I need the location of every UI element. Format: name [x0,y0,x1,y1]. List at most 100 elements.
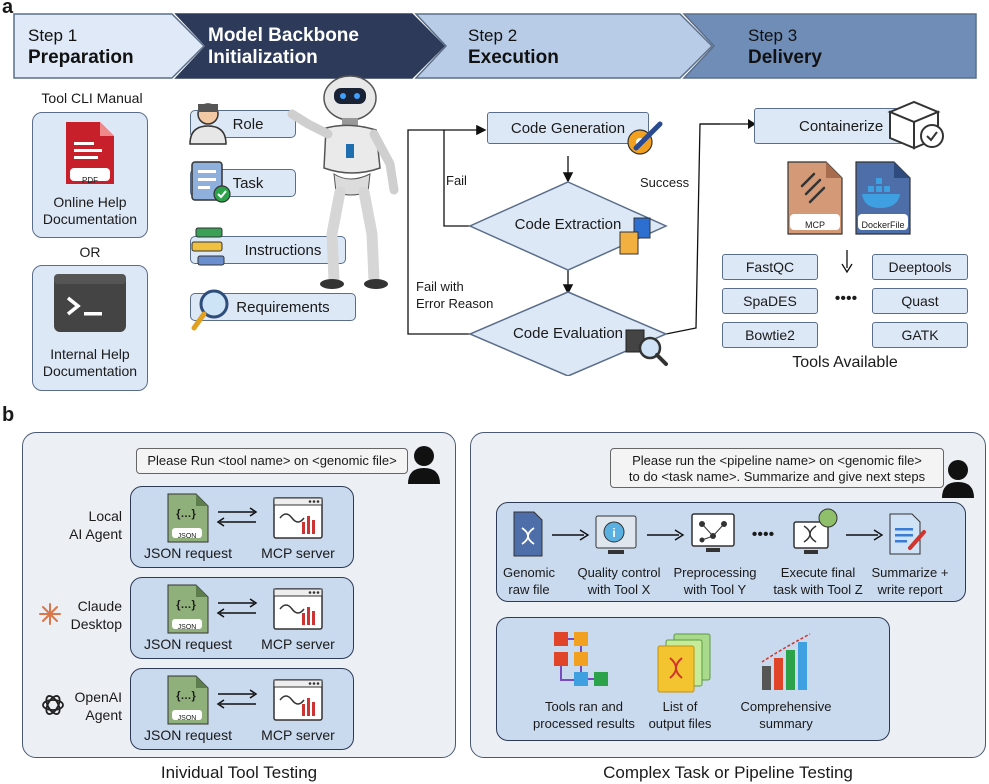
dockerfile-tag: DockerFile [861,220,905,230]
tool-gatk: GATK [872,322,968,348]
exchange-arrows [216,598,258,618]
tools-ellipsis: •••• [834,290,858,307]
down-arrow [841,250,853,274]
pipeline-arrow [552,529,590,541]
success-label: Success [640,175,690,190]
fail-label: Fail [446,173,467,188]
json-file-icon [167,675,209,725]
json-tag: JSON [177,715,197,722]
chevron-step3 [682,13,977,79]
user-icon [408,446,440,484]
dockerfile-icon [855,161,911,235]
json-tag: JSON [177,624,197,631]
magnifier-icon [191,289,229,331]
json-request-label: JSON request [144,545,232,561]
step-chevrons [13,13,977,79]
preprocessing-network-icon [691,513,735,552]
documents-icon [619,217,651,255]
tool-spades: SpaDES [722,288,818,314]
json-glyph: {…} [176,690,196,702]
gear-pencil-icon [627,121,663,155]
claude-burst-icon [39,603,61,625]
code-evaluation-label: Code Evaluation [512,325,624,342]
tool-cli-manual-title: Tool CLI Manual [41,90,143,106]
genomic-file-icon [513,511,543,557]
code-extraction-label: Code Extraction [514,216,622,233]
exchange-arrows [216,507,258,527]
checklist-icon [191,161,231,203]
tools-available-label: Tools Available [792,354,898,371]
mcp-tag: MCP [805,220,825,230]
report-icon [889,513,926,555]
pdf-document-icon [66,122,114,184]
processed-results-icon [554,632,608,686]
summary-chart-icon [761,633,811,690]
individual-prompt-bubble: Please Run <tool name> on <genomic file> [136,448,408,474]
user-icon [942,460,974,498]
mcp-file-icon [787,161,843,235]
code-generation-box: Code Generation [487,112,649,144]
mcp-server-label: MCP server [261,545,335,561]
output-files-icon [657,633,711,693]
evaluation-search-icon [625,329,668,366]
pipeline-arrow [647,529,685,541]
json-glyph: {…} [176,599,196,611]
terminal-icon [54,274,126,332]
mcp-server-label: MCP server [261,636,335,652]
tool-deeptools: Deeptools [872,254,968,280]
panel-a-letter: a [2,0,14,18]
json-file-icon [167,584,209,634]
chevron-step2 [414,13,714,79]
pipeline-testing-caption: Complex Task or Pipeline Testing [603,763,853,782]
code-evaluation-diamond [468,291,668,376]
mcp-server-icon [273,588,323,630]
json-request-label: JSON request [144,727,232,743]
chevron-step-backbone [174,13,446,79]
chevron-step1 [13,13,206,79]
openai-logo-icon [42,695,64,715]
pipeline-ellipsis: •••• [751,526,775,543]
person-icon [189,103,227,145]
mcp-server-icon [273,497,323,539]
individual-testing-caption: Inividual Tool Testing [160,763,318,782]
panel-b-letter: b [2,404,15,426]
json-glyph: {…} [176,508,196,520]
execution-flow-lines [407,123,720,376]
execute-task-icon [793,508,838,554]
mcp-server-label: MCP server [261,727,335,743]
svg-text:i: i [612,526,615,540]
pdf-tag: PDF [82,176,98,185]
robot-illustration [287,75,399,289]
mcp-server-icon [273,679,323,721]
container-box-icon [887,100,944,150]
tool-fastqc: FastQC [722,254,818,280]
tool-bowtie2: Bowtie2 [722,322,818,348]
quality-control-icon: i [595,515,637,554]
or-label: OR [79,244,101,260]
pipeline-step-summarize: Summarize +write report [871,565,949,597]
success-arrowhead [700,119,756,129]
pipeline-arrow [846,529,884,541]
instructions-stack-icon [191,227,225,266]
json-tag: JSON [177,533,197,540]
json-file-icon [167,493,209,543]
pipeline-prompt-bubble: Please run the <pipeline name> on <genom… [610,448,944,488]
tool-quast: Quast [872,288,968,314]
